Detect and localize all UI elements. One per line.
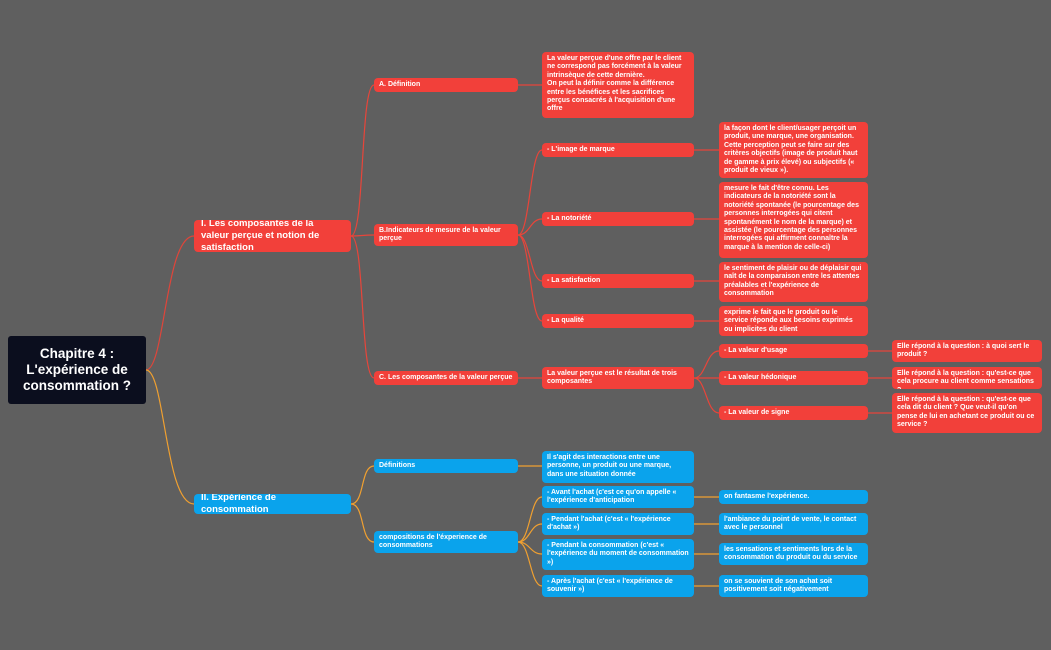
c-components-text[interactable]: La valeur perçue est le résultat de troi… — [542, 367, 694, 389]
a-definition-text[interactable]: La valeur perçue d'une offre par le clie… — [542, 52, 694, 118]
composition-avant-node[interactable]: - Avant l'achat (c'est ce qu'on appelle … — [542, 486, 694, 508]
link-b-item1 — [517, 149, 543, 236]
link-part1-c — [350, 235, 375, 379]
b-item-satisfaction-node[interactable]: - La satisfaction — [542, 274, 694, 288]
definitions-text[interactable]: Il s'agit des interactions entre une per… — [542, 451, 694, 483]
composition-avant-text[interactable]: on fantasme l'expérience. — [719, 490, 868, 504]
link-b-item2 — [517, 218, 543, 236]
composition-pendant-consommation-text[interactable]: les sensations et sentiments lors de la … — [719, 543, 868, 565]
link-root-part2 — [145, 369, 195, 505]
link-root-part1 — [145, 235, 195, 371]
b-indicators-node[interactable]: B.Indicateurs de mesure de la valeur per… — [374, 224, 518, 246]
link-part2-compositions — [350, 503, 375, 543]
link-b-item4 — [517, 234, 543, 322]
b-item-notoriete-text[interactable]: mesure le fait d'être connu. Les indicat… — [719, 182, 868, 258]
b-item-satisfaction-text[interactable]: le sentiment de plaisir ou de déplaisir … — [719, 262, 868, 302]
b-item-qualite-node[interactable]: - La qualité — [542, 314, 694, 328]
b-item-notoriete-node[interactable]: - La notoriété — [542, 212, 694, 226]
c-value-signe-text[interactable]: Elle répond à la question : qu'est-ce qu… — [892, 393, 1042, 433]
definitions-node[interactable]: Définitions — [374, 459, 518, 473]
part1-node[interactable]: I. Les composantes de la valeur perçue e… — [194, 220, 351, 252]
link-part1-a — [350, 84, 375, 237]
c-value-signe-node[interactable]: - La valeur de signe — [719, 406, 868, 420]
composition-apres-node[interactable]: - Après l'achat (c'est « l'expérience de… — [542, 575, 694, 597]
c-value-usage-node[interactable]: - La valeur d'usage — [719, 344, 868, 358]
b-item-image-text[interactable]: la façon dont le client/usager perçoit u… — [719, 122, 868, 178]
link-part1-b — [350, 234, 375, 237]
composition-pendant-consommation-node[interactable]: - Pendant la consommation (c'est « l'exp… — [542, 539, 694, 570]
c-value-hedonique-node[interactable]: - La valeur hédonique — [719, 371, 868, 385]
composition-pendant-achat-text[interactable]: l'ambiance du point de vente, le contact… — [719, 513, 868, 535]
c-value-hedonique-text[interactable]: Elle répond à la question : qu'est-ce qu… — [892, 367, 1042, 389]
b-item-image-node[interactable]: - L'image de marque — [542, 143, 694, 157]
composition-pendant-achat-node[interactable]: - Pendant l'achat (c'est « l'expérience … — [542, 513, 694, 535]
part2-node[interactable]: II. Expérience de consommation — [194, 494, 351, 514]
root-node[interactable]: Chapitre 4 : L'expérience de consommatio… — [8, 336, 146, 404]
c-value-usage-text[interactable]: Elle répond à la question : à quoi sert … — [892, 340, 1042, 362]
b-item-qualite-text[interactable]: exprime le fait que le produit ou le ser… — [719, 306, 868, 336]
compositions-node[interactable]: compositions de l'éxperience de consomma… — [374, 531, 518, 553]
link-part2-definitions — [350, 465, 375, 505]
c-components-node[interactable]: C. Les composantes de la valeur perçue — [374, 371, 518, 385]
composition-apres-text[interactable]: on se souvient de son achat soit positiv… — [719, 575, 868, 597]
a-definition-node[interactable]: A. Définition — [374, 78, 518, 92]
